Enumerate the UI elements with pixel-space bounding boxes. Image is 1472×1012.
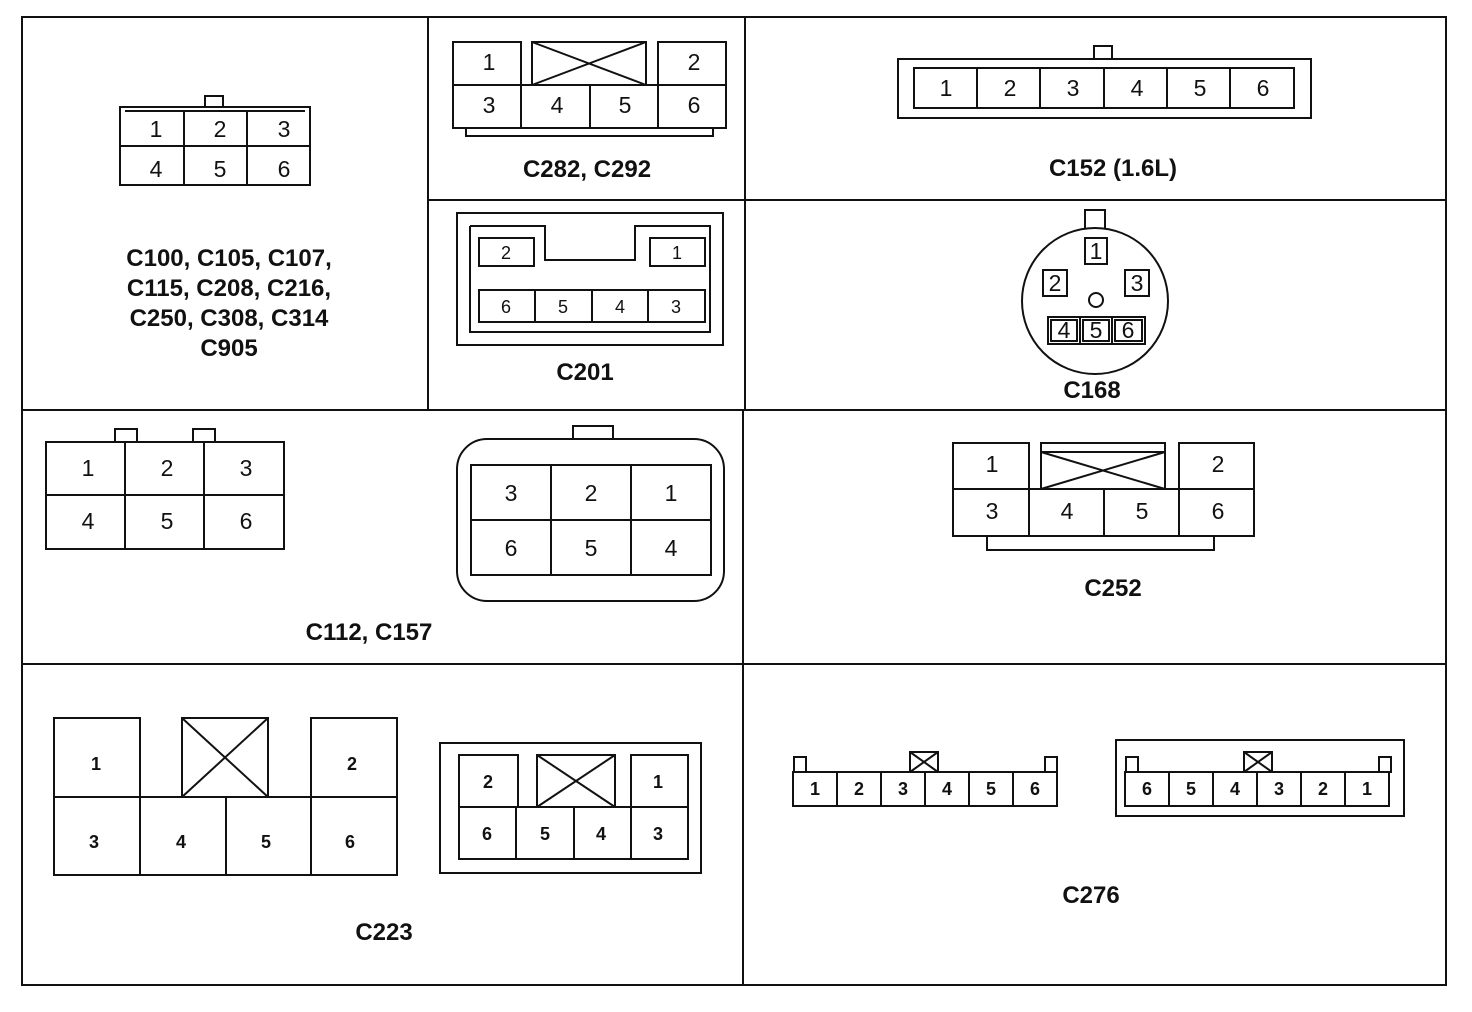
pin-label: 6 <box>505 535 518 561</box>
connector-c152: 1 2 3 4 5 6 C152 (1.6L) <box>897 45 1312 182</box>
pin-label: 2 <box>347 754 357 774</box>
pin-label: 6 <box>345 832 355 852</box>
connector-c282: 1 2 3 4 5 6 C282, C292 <box>452 41 727 183</box>
pin-label: 1 <box>483 49 496 75</box>
pin-label: 1 <box>672 243 682 263</box>
pin-label: 3 <box>278 116 291 142</box>
grid-frame <box>21 16 1447 986</box>
pin-label: 6 <box>1212 498 1225 524</box>
pin-label: 3 <box>986 498 999 524</box>
pin-label: 5 <box>1186 779 1196 799</box>
pin-label: 6 <box>1030 779 1040 799</box>
connector-label: C152 (1.6L) <box>1049 155 1177 182</box>
pin-label: 4 <box>1058 317 1071 343</box>
connector-c252: 1 2 3 4 5 6 C252 <box>952 442 1255 602</box>
pin-label: 1 <box>665 480 678 506</box>
pin-label: 1 <box>82 455 95 481</box>
pin-label: 6 <box>1142 779 1152 799</box>
pin-label: 1 <box>940 75 953 101</box>
pin-label: 1 <box>150 116 163 142</box>
pin-label: 4 <box>551 92 564 118</box>
connector-label: C168 <box>1063 377 1120 404</box>
pin-label: 3 <box>240 455 253 481</box>
pin-label: 4 <box>150 156 163 182</box>
pin-label: 2 <box>214 116 227 142</box>
pin-label: 3 <box>1274 779 1284 799</box>
pin-label: 2 <box>501 243 511 263</box>
pin-label: 4 <box>82 508 95 534</box>
pin-label: 1 <box>91 754 101 774</box>
pin-label: 3 <box>671 297 681 317</box>
connector-label: C282, C292 <box>523 156 651 183</box>
pin-label: 2 <box>1318 779 1328 799</box>
pin-label: 4 <box>615 297 625 317</box>
connector-label: C252 <box>1084 575 1141 602</box>
pin-label: 6 <box>240 508 253 534</box>
connector-label: C250, C308, C314 <box>130 305 329 332</box>
pin-label: 3 <box>898 779 908 799</box>
pin-label: 5 <box>214 156 227 182</box>
pin-label: 6 <box>688 92 701 118</box>
connector-label: C201 <box>556 359 613 386</box>
connector-label: C905 <box>200 335 257 362</box>
connector-c168: 1 2 3 4 5 6 C168 <box>1021 209 1169 404</box>
pin-label: 6 <box>1257 75 1270 101</box>
pin-label: 3 <box>483 92 496 118</box>
connector-c112: 1 2 3 4 5 6 3 2 1 6 5 4 C112, C157 <box>45 425 725 646</box>
pin-label: 1 <box>810 779 820 799</box>
pin-label: 3 <box>89 832 99 852</box>
pin-label: 5 <box>1090 317 1103 343</box>
pin-label: 4 <box>1061 498 1074 524</box>
pin-label: 2 <box>688 49 701 75</box>
pin-label: 1 <box>986 451 999 477</box>
connector-label: C100, C105, C107, <box>126 245 331 272</box>
pin-label: 5 <box>261 832 271 852</box>
pin-label: 4 <box>596 824 606 844</box>
pin-label: 4 <box>176 832 186 852</box>
pin-label: 4 <box>665 535 678 561</box>
pin-label: 6 <box>278 156 291 182</box>
pin-label: 5 <box>1194 75 1207 101</box>
pin-label: 1 <box>1362 779 1372 799</box>
pin-label: 2 <box>1212 451 1225 477</box>
pin-label: 3 <box>505 480 518 506</box>
connector-c100-group: 1 2 3 4 5 6 C100, C105, C107, C115, C208… <box>119 95 332 362</box>
pin-label: 5 <box>986 779 996 799</box>
pin-label: 6 <box>1122 317 1135 343</box>
pin-label: 4 <box>1230 779 1240 799</box>
pin-label: 4 <box>942 779 952 799</box>
pin-label: 5 <box>619 92 632 118</box>
connector-label: C112, C157 <box>306 619 433 646</box>
pin-label: 6 <box>482 824 492 844</box>
pin-label: 2 <box>854 779 864 799</box>
pin-label: 5 <box>161 508 174 534</box>
connector-label: C115, C208, C216, <box>127 275 331 302</box>
pin-label: 5 <box>1136 498 1149 524</box>
pin-label: 1 <box>1090 238 1103 264</box>
pin-label: 4 <box>1131 75 1144 101</box>
pin-label: 3 <box>653 824 663 844</box>
pin-label: 5 <box>585 535 598 561</box>
pin-label: 2 <box>161 455 174 481</box>
connector-label: C276 <box>1062 882 1119 909</box>
pin-label: 3 <box>1067 75 1080 101</box>
connector-c201: 2 1 6 5 4 3 C201 <box>456 212 724 386</box>
pin-label: 2 <box>585 480 598 506</box>
pin-label: 2 <box>1049 270 1062 296</box>
pin-label: 2 <box>1004 75 1017 101</box>
pin-label: 6 <box>501 297 511 317</box>
pin-label: 5 <box>540 824 550 844</box>
connector-c276: 1 2 3 4 5 6 6 5 4 3 2 1 C276 <box>792 739 1405 909</box>
connector-c223: 1 2 3 4 5 6 2 1 6 5 4 3 C223 <box>53 717 702 946</box>
pin-label: 2 <box>483 772 493 792</box>
pin-label: 3 <box>1131 270 1144 296</box>
pin-label: 5 <box>558 297 568 317</box>
pin-label: 1 <box>653 772 663 792</box>
connector-label: C223 <box>355 919 412 946</box>
